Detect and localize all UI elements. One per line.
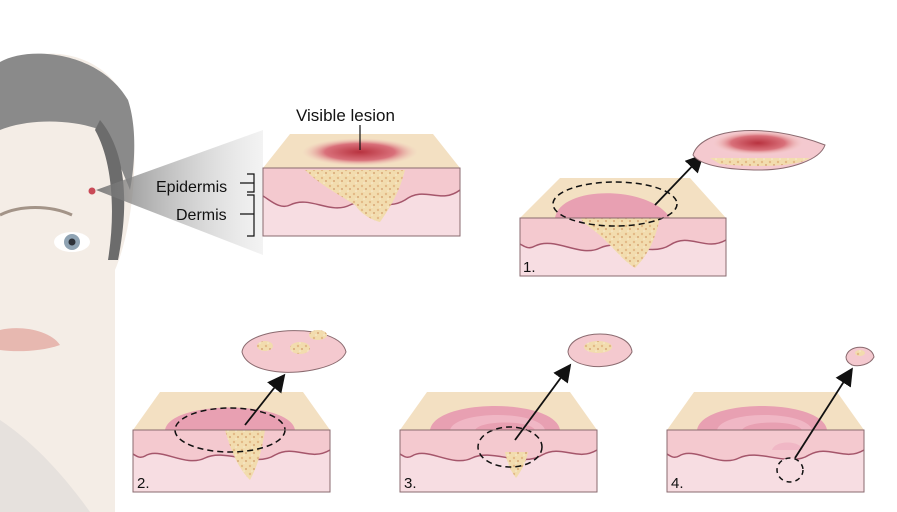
stage-2-number: 2. [137,475,150,492]
stage4-excised-tissue [845,346,875,367]
eyebrow [0,206,73,217]
stage3-arrow [514,363,572,441]
stage-3-number: 3. [404,475,417,492]
hair-side [95,120,125,260]
stage3-cut-outline [477,426,543,468]
stage1-cut-outline [552,181,678,227]
stage-2: 2. [132,330,347,493]
skin-cross-section-main [262,134,461,237]
epidermis-label: Epidermis [156,179,227,196]
collar [0,420,90,512]
dermis-bracket [240,194,255,237]
visible-lesion-label: Visible lesion [296,106,395,125]
stage2-arrow [244,373,286,426]
stage-3: 3. [399,333,633,493]
magnification-beam [96,130,263,255]
stage-4-number: 4. [671,475,684,492]
epidermis-bracket [240,173,255,193]
dermis-label: Dermis [176,207,227,224]
visible-lesion-spot [302,138,418,166]
stage-4: 4. [666,346,875,493]
stage-1-number: 1. [523,259,536,276]
stage4-cut-outline [776,457,804,483]
stage1-arrow [654,154,704,206]
stage-1: 1. [519,130,826,277]
stage1-crater [555,193,670,218]
hair [0,53,135,191]
lesion-on-face [88,187,96,195]
lips [0,328,60,352]
tumor-main [305,170,405,222]
stage4-arrow [794,367,853,459]
patient-face [0,53,135,512]
